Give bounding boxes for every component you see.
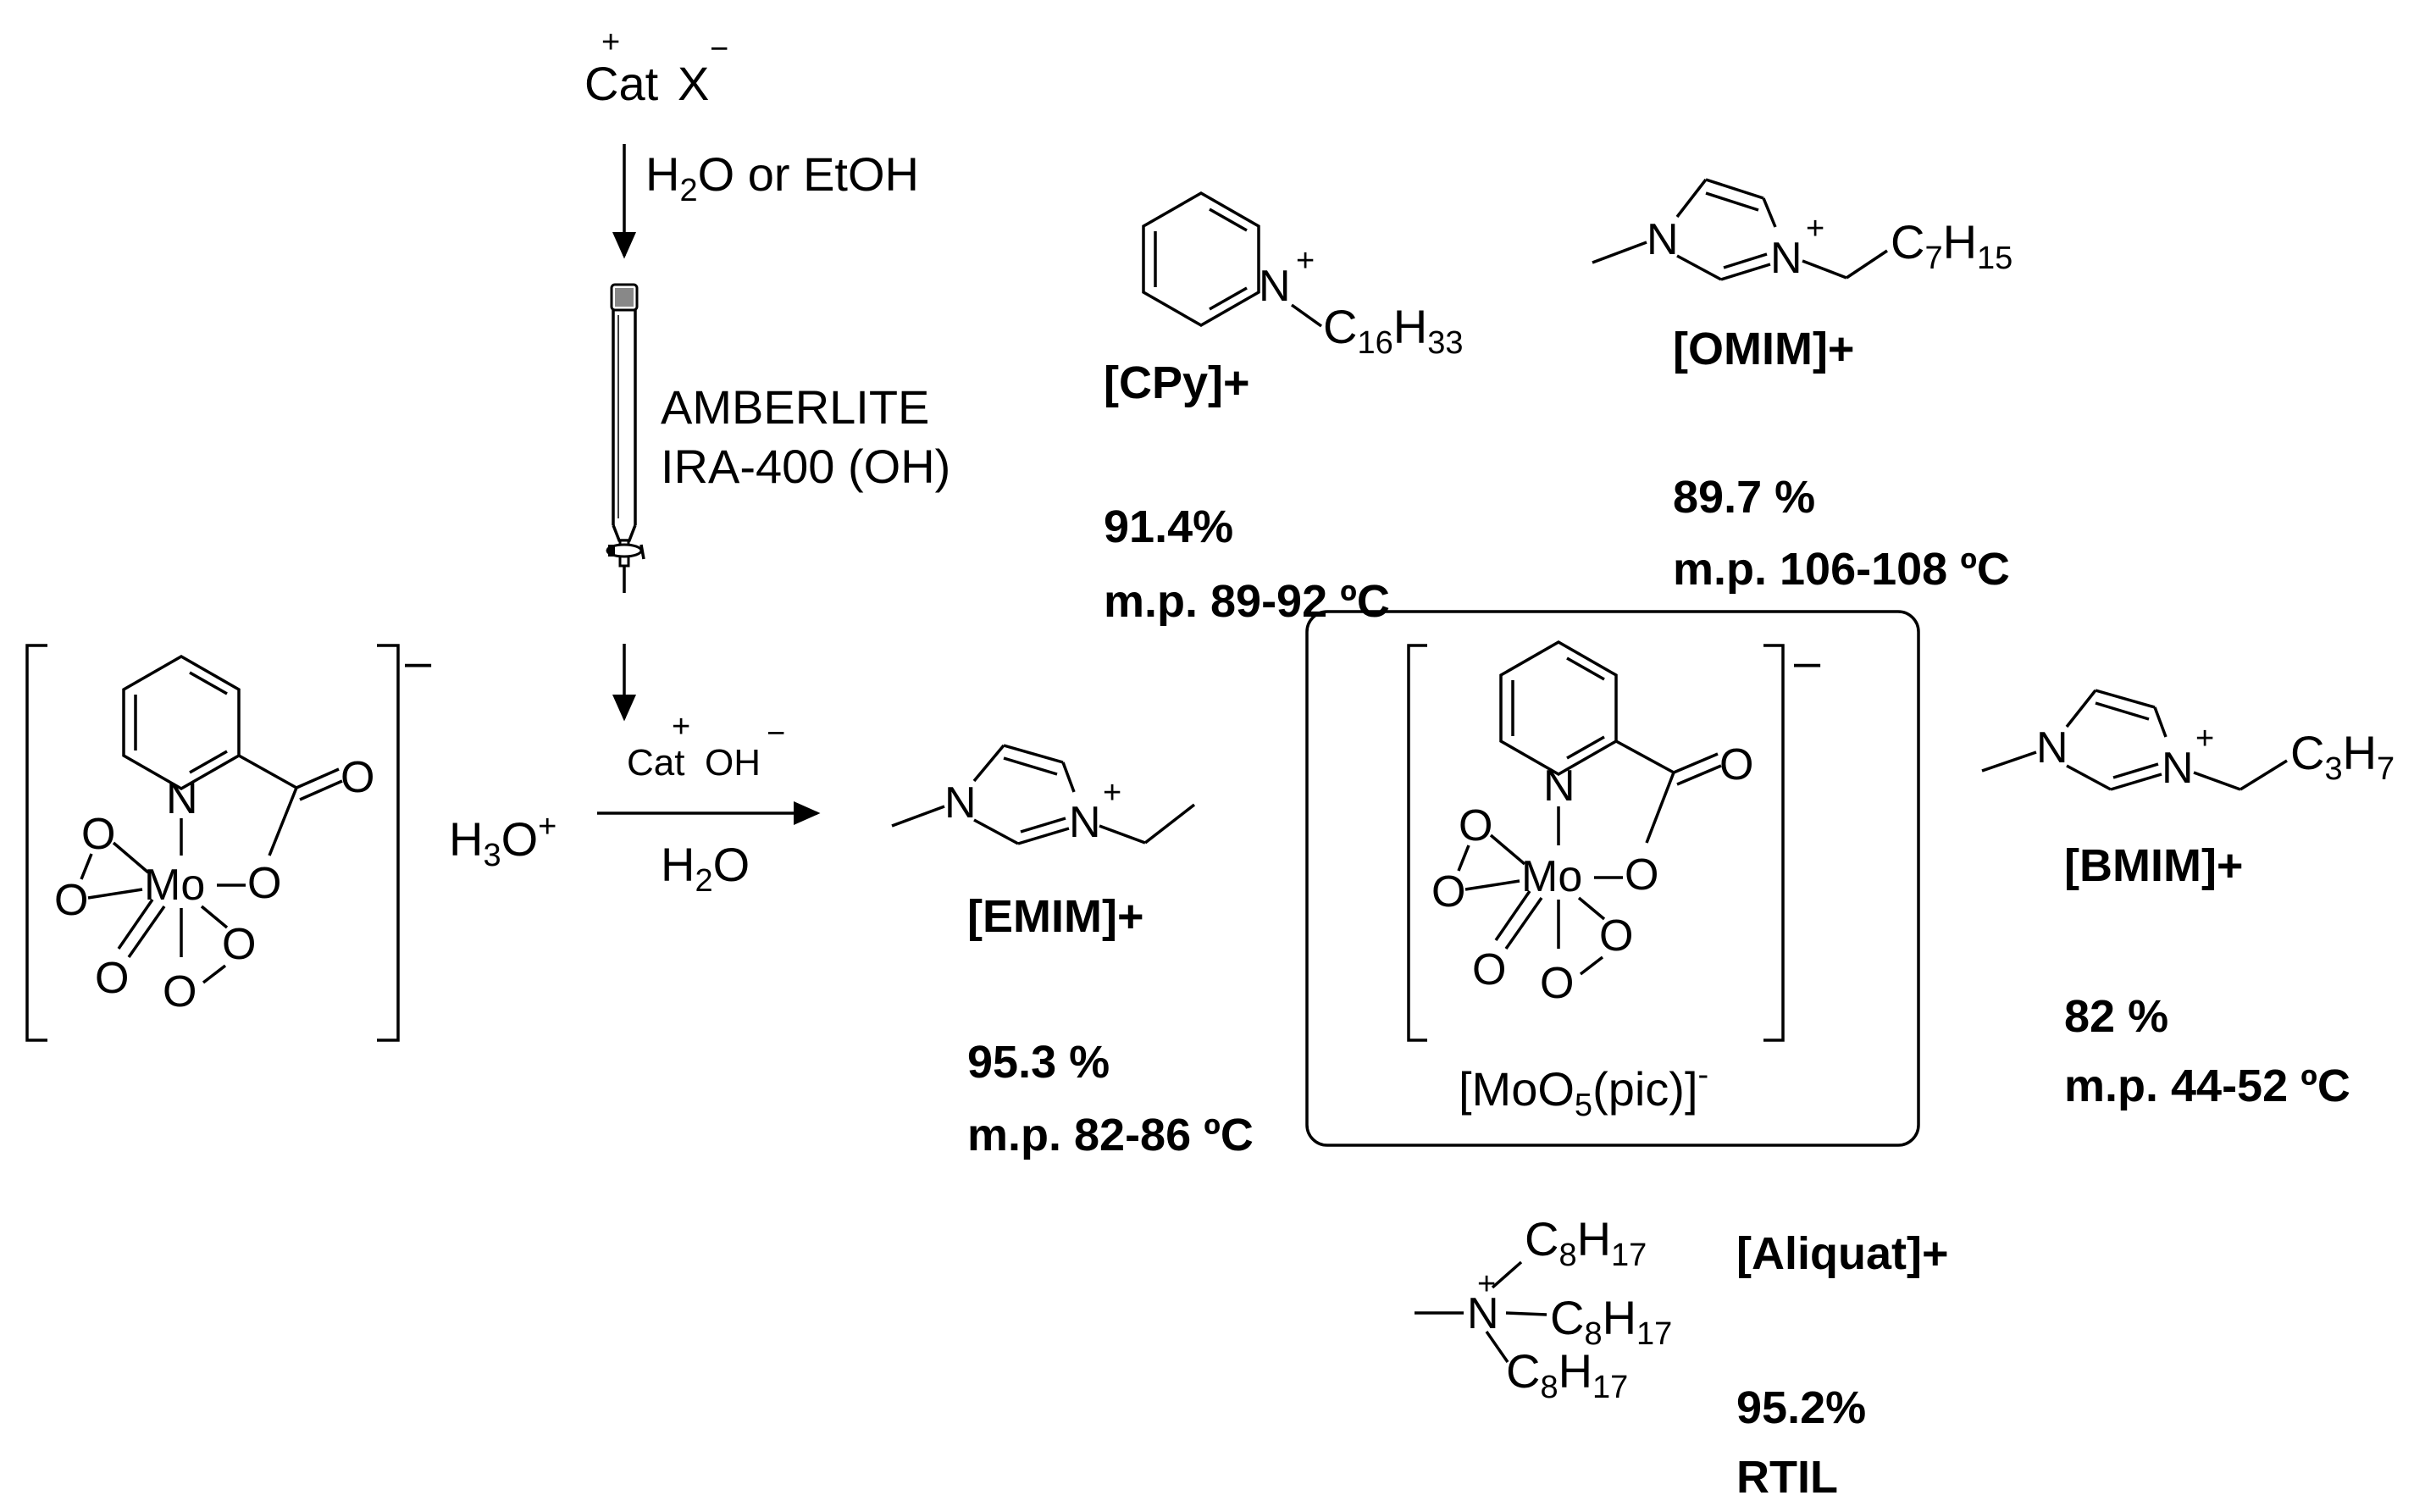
bmim-labels: [BMIM]+ 82 % m.p. 44-52 ºC — [2064, 840, 2350, 1111]
boxed-molybdenum: Mo — [1521, 852, 1582, 901]
svg-text:C3H7: C3H7 — [2290, 726, 2395, 787]
salt-reactant: Cat + X − — [584, 25, 728, 110]
svg-text:C8H17: C8H17 — [1525, 1212, 1647, 1273]
aliquat-charge: + — [1477, 1266, 1496, 1302]
emim-name: [EMIM]+ — [967, 891, 1144, 942]
svg-text:H2O: H2O — [661, 838, 750, 899]
omim-n3: N — [1770, 234, 1802, 283]
aliquat-yield: 95.2% — [1736, 1382, 1866, 1433]
resin-line1: AMBERLITE — [661, 380, 929, 434]
boxed-peroxo-o3: O — [1599, 911, 1633, 961]
resin-label: AMBERLITE IRA-400 (OH) — [661, 380, 950, 493]
acid-label: H3O+ — [449, 809, 556, 873]
aliquat-n: N — [1467, 1289, 1499, 1338]
peroxo-o4: O — [163, 967, 197, 1016]
aliquat-labels: [Aliquat]+ 95.2% RTIL — [1736, 1228, 1949, 1503]
bmim-name: [BMIM]+ — [2064, 840, 2243, 891]
svg-text:C8H17: C8H17 — [1550, 1291, 1672, 1352]
omim-name: [OMIM]+ — [1673, 324, 1854, 374]
emim-labels: [EMIM]+ 95.3 % m.p. 82-86 ºC — [967, 891, 1254, 1160]
bmim-yield: 82 % — [2064, 991, 2168, 1042]
cpy-yield: 91.4% — [1104, 501, 1233, 552]
carboxylate-o: O — [247, 859, 281, 908]
hydroxide-anion-charge: − — [767, 716, 785, 751]
molybdenum: Mo — [144, 861, 205, 910]
boxed-carbonyl-o: O — [1719, 740, 1753, 789]
carbonyl-o: O — [340, 753, 374, 802]
cpy-name: [CPy]+ — [1104, 357, 1250, 408]
chromatography-column-icon — [606, 283, 645, 593]
pyridine-n: N — [166, 774, 198, 823]
water-label: H2O — [661, 838, 750, 899]
bmim-mp: m.p. 44-52 ºC — [2064, 1061, 2350, 1111]
aliquat-mp: RTIL — [1736, 1452, 1838, 1503]
hydroxide-anion: OH — [705, 742, 761, 784]
aliquat-cation: N + C8H17 C8H17 C8H17 — [1415, 1212, 1672, 1405]
boxed-peroxo-o4: O — [1540, 959, 1574, 1008]
emim-n1: N — [944, 778, 977, 828]
svg-text:C7H15: C7H15 — [1891, 215, 2013, 276]
cpy-n: N — [1259, 262, 1291, 311]
boxed-carboxylate-o: O — [1625, 850, 1658, 900]
peroxo-o2: O — [54, 876, 88, 925]
omim-cation: N N + C7H15 — [1592, 178, 2013, 283]
bmim-n3: N — [2162, 744, 2194, 793]
salt-anion-charge: − — [710, 31, 728, 67]
peroxo-o1: O — [81, 810, 115, 859]
omim-mp: m.p. 106-108 ºC — [1673, 544, 2010, 595]
bmim-n1: N — [2036, 723, 2068, 773]
bmim-charge: + — [2195, 721, 2214, 756]
boxed-peroxo-o2: O — [1431, 867, 1465, 917]
boxed-oxo-o: O — [1472, 945, 1506, 994]
salt-anion: X — [678, 57, 709, 110]
reactant-complex: – N O O Mo O O O O O — [25, 634, 432, 1042]
cpy-mp: m.p. 89-92 ºC — [1104, 576, 1390, 627]
salt-cation-charge: + — [601, 25, 620, 60]
aliquat-name: [Aliquat]+ — [1736, 1228, 1949, 1279]
emim-mp: m.p. 82-86 ºC — [967, 1110, 1254, 1160]
emim-charge: + — [1103, 775, 1121, 811]
svg-text:C16H33: C16H33 — [1323, 300, 1463, 361]
oxo-o: O — [95, 954, 129, 1003]
solvent-label: H2O or EtOH — [645, 147, 919, 208]
reactant-charge: – — [405, 634, 432, 688]
svg-text:H2O or EtOH: H2O or EtOH — [645, 147, 919, 208]
boxed-anion: – N O O Mo O O O O O [MoO5(pic)]- — [1305, 610, 1920, 1147]
hydroxide-cation: Cat — [627, 742, 684, 784]
boxed-anion-label: [MoO5(pic)]- — [1459, 1057, 1708, 1123]
boxed-peroxo-o1: O — [1459, 801, 1492, 850]
cpy-cation: N + C16H33 — [1142, 191, 1463, 361]
cpy-labels: [CPy]+ 91.4% m.p. 89-92 ºC — [1104, 357, 1390, 627]
emim-yield: 95.3 % — [967, 1037, 1110, 1088]
emim-n3: N — [1069, 798, 1101, 847]
svg-text:H3O+: H3O+ — [449, 809, 556, 873]
omim-charge: + — [1806, 211, 1824, 246]
omim-yield: 89.7 % — [1673, 472, 1815, 523]
salt-cation: Cat — [584, 57, 659, 110]
peroxo-o3: O — [222, 920, 256, 969]
bmim-cation: N N + C3H7 — [1981, 689, 2395, 793]
hydroxide-cation-charge: + — [672, 709, 690, 745]
svg-text:C8H17: C8H17 — [1506, 1344, 1628, 1405]
cpy-charge: + — [1296, 243, 1315, 279]
boxed-charge: – — [1794, 634, 1821, 688]
hydroxide-reagent: Cat + OH − — [627, 709, 785, 784]
boxed-pyridine-n: N — [1543, 762, 1575, 811]
omim-n1: N — [1647, 215, 1679, 264]
emim-cation: N N + — [891, 744, 1196, 847]
omim-labels: [OMIM]+ 89.7 % m.p. 106-108 ºC — [1673, 324, 2010, 595]
resin-line2: IRA-400 (OH) — [661, 440, 950, 493]
